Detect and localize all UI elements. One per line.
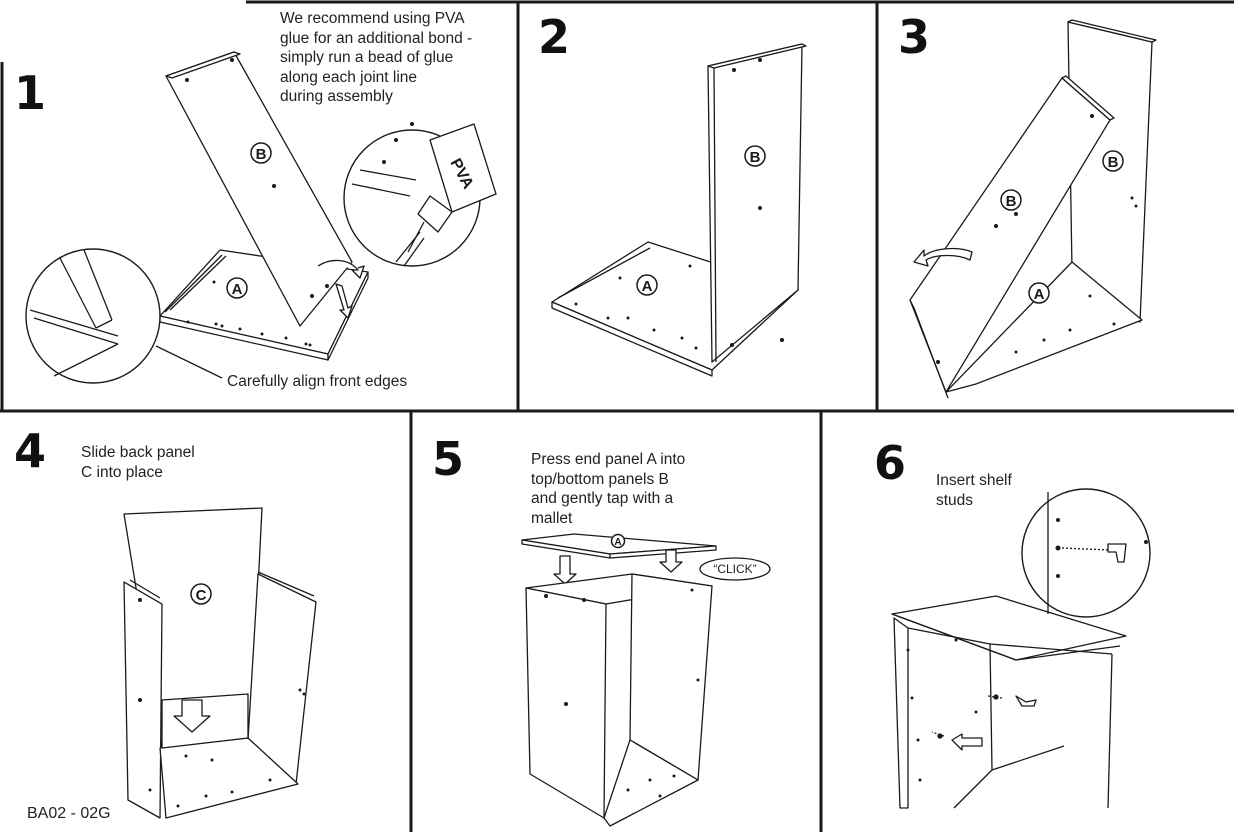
- glue-bottle: [351, 123, 497, 267]
- step-number-3: 3: [898, 10, 931, 64]
- document-code: BA02 - 02G: [27, 805, 111, 822]
- panel-label-a: A: [642, 278, 653, 295]
- step-3-illustration: [909, 19, 1157, 399]
- step-number-5: 5: [432, 432, 465, 486]
- step-number-2: 2: [538, 10, 571, 64]
- panel-label-b: B: [1006, 193, 1017, 210]
- step-1-note: Carefully align front edges: [227, 373, 408, 390]
- panel-label-circles: [190, 142, 1124, 605]
- step-1-illustration: PVA: [25, 51, 497, 384]
- click-bubble: [699, 557, 771, 581]
- zoom-detail-left: [29, 249, 119, 377]
- step-4-caption: Slide back panel C into place: [81, 444, 195, 481]
- panel-label-b: B: [750, 149, 761, 166]
- step-6-illustration: [891, 488, 1151, 809]
- step-5-illustration: [521, 533, 771, 827]
- panel-label-a: A: [1034, 286, 1045, 303]
- step-2-illustration: [551, 43, 807, 377]
- panel-label-a: A: [614, 537, 621, 548]
- step-1-caption: We recommend using PVA glue for an addit…: [280, 10, 473, 105]
- step-number-4: 4: [14, 424, 47, 478]
- step-4-illustration: [123, 507, 317, 819]
- step-number-1: 1: [14, 66, 47, 120]
- panel-label-b: B: [256, 146, 267, 163]
- click-sound-label: “CLICK”: [713, 562, 757, 576]
- step-5-caption: Press end panel A into top/bottom panels…: [531, 451, 686, 527]
- panel-label-b: B: [1108, 154, 1119, 171]
- panel-label-c: C: [196, 587, 207, 604]
- step-6-caption: Insert shelf studs: [936, 472, 1012, 509]
- step-number-6: 6: [874, 436, 907, 490]
- panel-label-a: A: [232, 281, 243, 298]
